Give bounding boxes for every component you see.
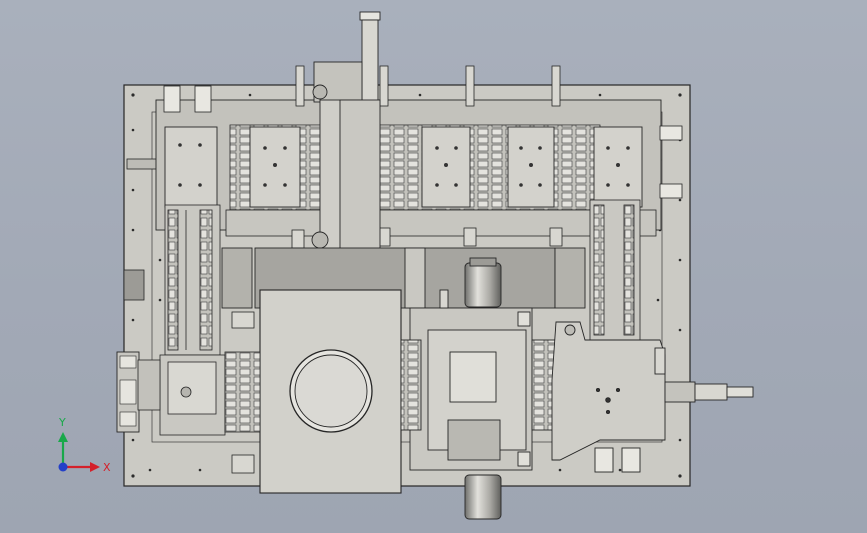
right-linear-module[interactable] — [589, 199, 641, 341]
mounting-holes — [131, 93, 682, 478]
center-bottom-fixture[interactable] — [400, 257, 561, 520]
left-side-parts[interactable] — [116, 158, 168, 433]
coordinate-triad: Y X — [58, 416, 111, 474]
vertical-cylinder[interactable] — [311, 11, 381, 251]
triad-z-axis — [58, 462, 68, 472]
right-mount-plate[interactable] — [551, 321, 666, 473]
triad-x-label: X — [103, 461, 111, 474]
triad-y-label: Y — [58, 416, 66, 429]
turntable-plate[interactable] — [259, 289, 402, 494]
top-transfer-module[interactable] — [155, 99, 662, 237]
right-cylinder[interactable] — [664, 381, 754, 403]
lower-left-fixture[interactable] — [137, 311, 261, 474]
top-sensors[interactable] — [163, 65, 683, 249]
left-linear-module[interactable] — [164, 204, 221, 356]
